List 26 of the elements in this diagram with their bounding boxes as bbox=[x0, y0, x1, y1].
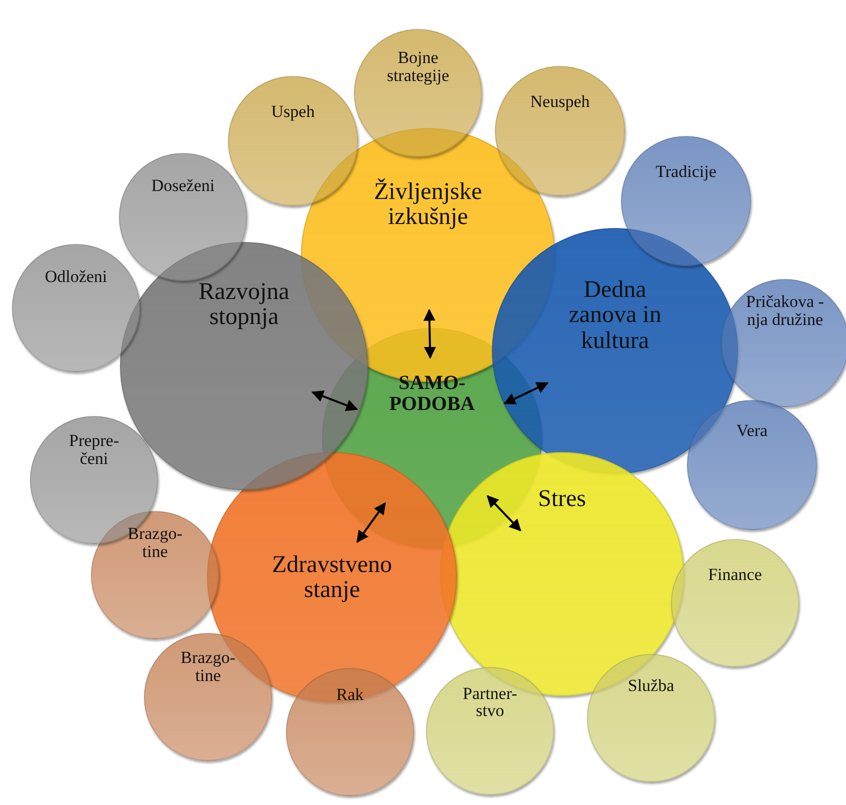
circle-label: Pričakova -nja družine bbox=[745, 292, 825, 328]
double-arrow bbox=[423, 308, 436, 359]
double-arrow bbox=[311, 390, 358, 412]
circle-label: Bojne strategije bbox=[386, 49, 450, 85]
circle-label: Finance bbox=[707, 566, 763, 584]
circle-label: Rak bbox=[335, 686, 365, 704]
circle-label: Vera bbox=[735, 422, 769, 440]
circle-label: Prepre- čeni bbox=[68, 432, 120, 468]
circle-label: Življenjske izkušnje bbox=[373, 180, 483, 230]
double-arrow bbox=[356, 502, 386, 543]
circle-label: Uspeh bbox=[270, 103, 316, 121]
circle-label: Služba bbox=[626, 676, 676, 695]
circle-label: Zdravstveno stanje bbox=[271, 553, 393, 604]
double-arrow bbox=[486, 495, 522, 532]
circle-label: Odloženi bbox=[44, 268, 108, 286]
circle-label: Brazgo- tine bbox=[126, 524, 184, 560]
circle-label: Dedna zanova in kultura bbox=[568, 278, 662, 354]
circle-label: Stres bbox=[537, 487, 587, 512]
double-arrow bbox=[503, 382, 549, 404]
circle-label: Razvojna stopnja bbox=[198, 280, 290, 331]
circle-label: Neuspeh bbox=[529, 93, 591, 111]
circle-label: Partner- stvo bbox=[462, 684, 518, 720]
factor-circle bbox=[721, 279, 846, 407]
circle-label: Brazgo- tine bbox=[180, 649, 236, 686]
circle-label: Doseženi bbox=[150, 177, 216, 195]
circle-label: Tradicije bbox=[654, 163, 718, 181]
